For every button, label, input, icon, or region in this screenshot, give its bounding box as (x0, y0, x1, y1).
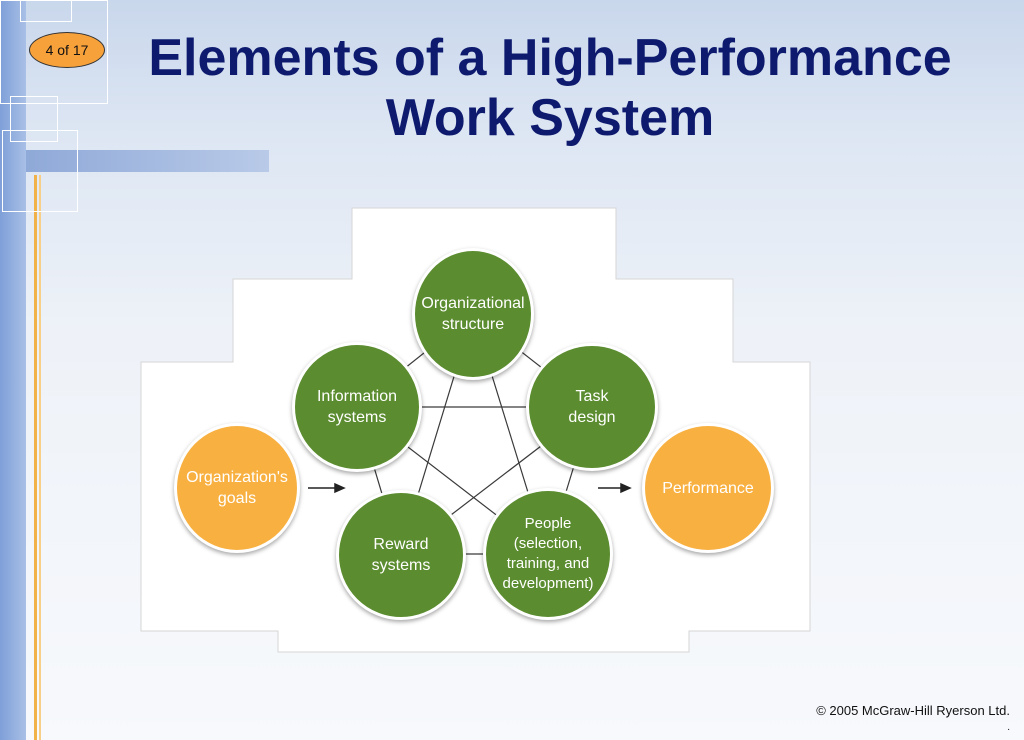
node-performance: Performance (642, 423, 774, 553)
node-reward-systems: Reward systems (336, 490, 466, 620)
node-label: Information systems (316, 388, 398, 426)
decor-square (10, 96, 58, 142)
node-information-systems: Information systems (292, 342, 422, 472)
copyright-footer: © 2005 McGraw-Hill Ryerson Ltd. (816, 703, 1010, 718)
decor-square (2, 130, 78, 212)
node-organizations-goals: Organization's goals (174, 423, 300, 553)
node-label: Performance (662, 479, 754, 497)
slide-title: Elements of a High-Performance Work Syst… (148, 29, 952, 147)
decor-bar (26, 150, 269, 172)
node-people: People (selection, training, and develop… (483, 488, 613, 620)
decor-square (20, 0, 72, 22)
left-decor-stripe (0, 0, 26, 740)
decor-orange-line-light (39, 175, 41, 740)
node-label: Reward systems (371, 536, 431, 574)
output-arrowhead (620, 482, 632, 494)
node-label: People (selection, training, and develop… (502, 515, 594, 592)
node-task-design: Task design (526, 343, 658, 471)
node-label: Organizational structure (421, 295, 525, 333)
input-arrowhead (334, 482, 346, 494)
node-label: Organization's goals (186, 469, 288, 507)
footer-mark: . (1007, 722, 1010, 733)
decor-orange-line (34, 175, 37, 740)
node-organizational-structure: Organizational structure (412, 248, 534, 380)
node-label: Task design (568, 388, 616, 426)
slide-number-badge: 4 of 17 (29, 32, 105, 68)
